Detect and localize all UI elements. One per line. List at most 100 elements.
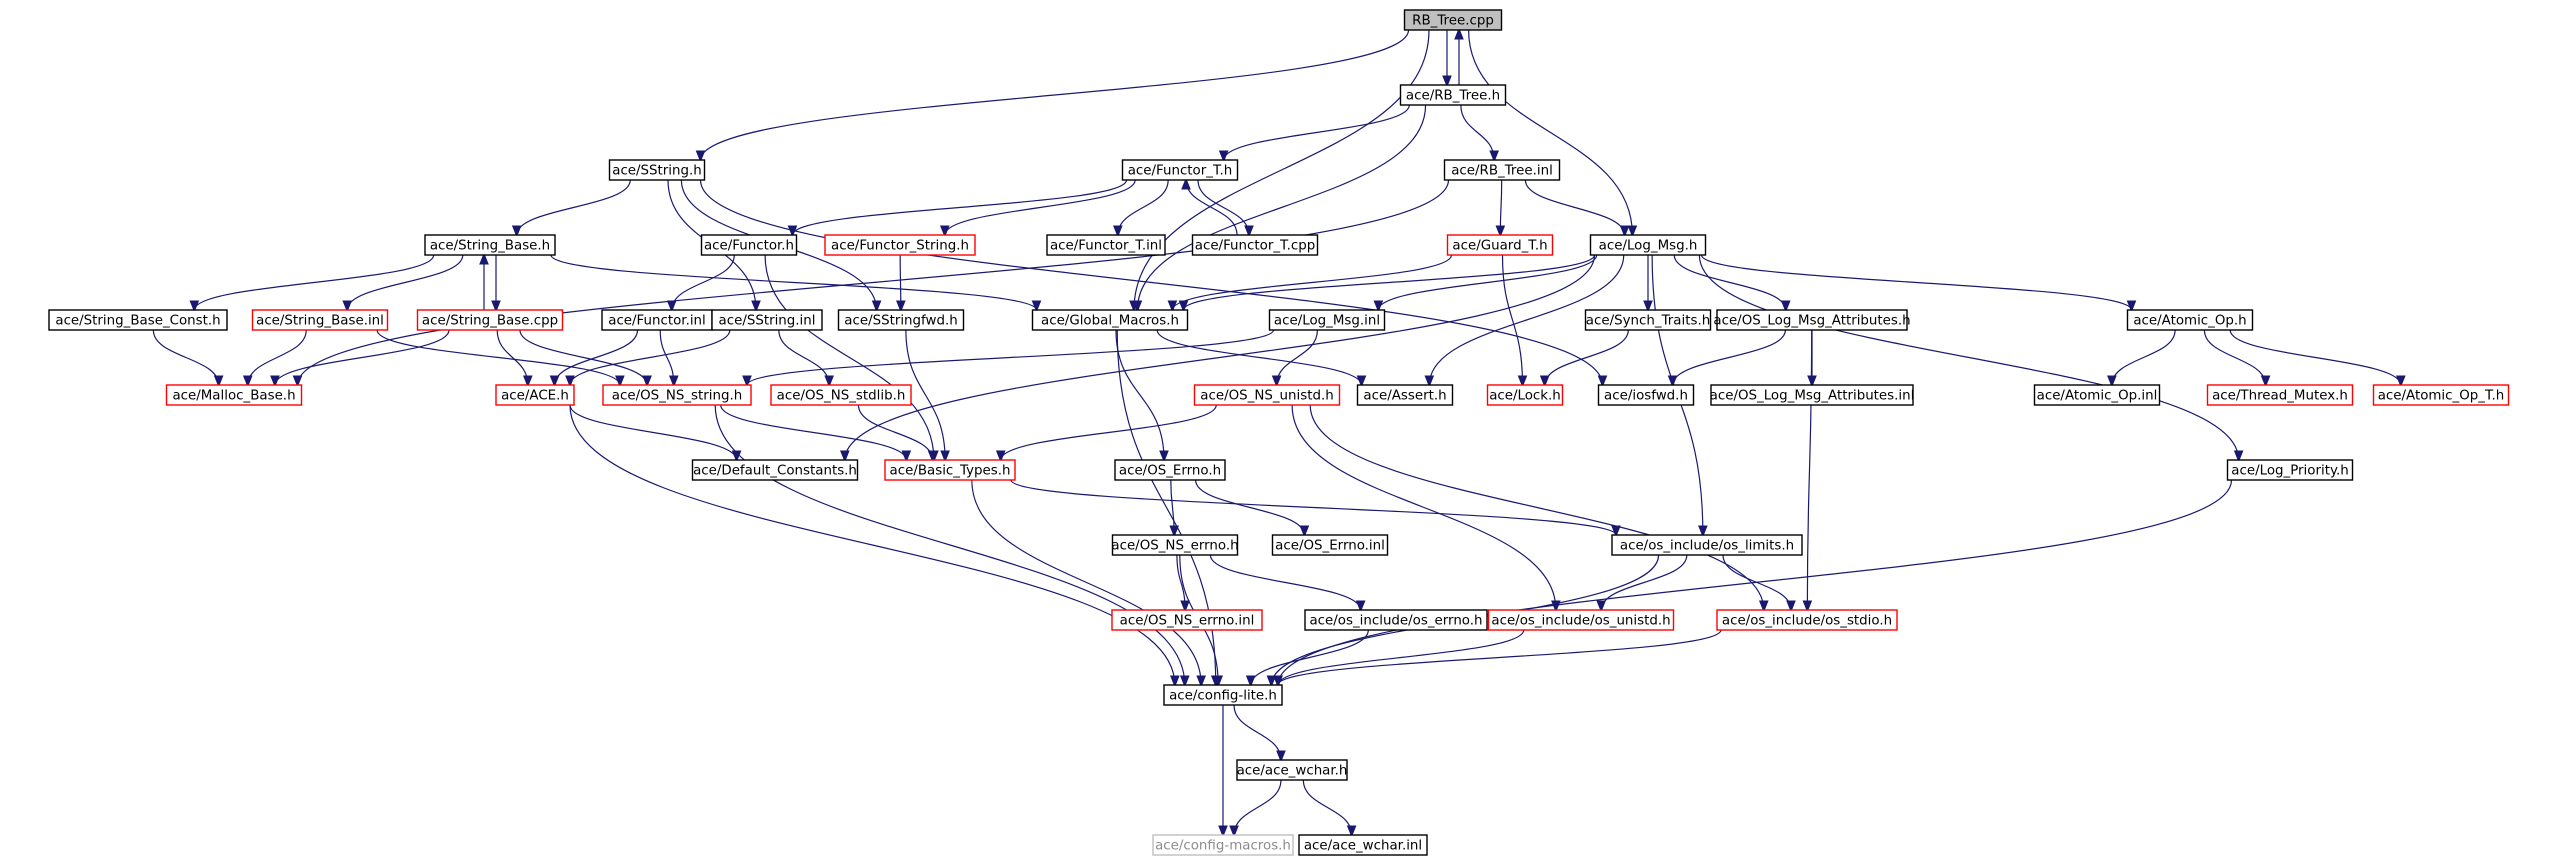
edge-rb-tree-cpp-to-ace-global-macros-h — [1134, 29, 1430, 310]
node-ace-string-base-inl[interactable]: ace/String_Base.inl — [251, 309, 389, 331]
node-box — [2226, 459, 2354, 481]
node-ace-string-base-const-h[interactable]: ace/String_Base_Const.h — [48, 309, 228, 331]
node-ace-string-base-cpp[interactable]: ace/String_Base.cpp — [416, 309, 564, 331]
edge-ace-log-msg-h-to-ace-atomic-op-h — [1700, 254, 2132, 310]
edge-ace-functor-inl-to-ace-ace-h — [555, 329, 639, 385]
node-box — [700, 234, 798, 256]
node-ace-functor-h[interactable]: ace/Functor.h — [700, 234, 798, 256]
node-ace-os-errno-inl[interactable]: ace/OS_Errno.inl — [1271, 534, 1389, 556]
edge-ace-log-priority-h-to-ace-config-lite-h — [1278, 479, 2233, 685]
node-box — [1191, 234, 1319, 256]
node-label: ace/ace_wchar.h — [1237, 764, 1348, 779]
node-ace-sstringfwd-h[interactable]: ace/SStringfwd.h — [837, 309, 965, 331]
edge-ace-ace-wchar-h-to-ace-config-macros-h — [1234, 779, 1282, 835]
node-ace-functor-t-h[interactable]: ace/Functor_T.h — [1121, 159, 1239, 181]
node-ace-log-msg-h[interactable]: ace/Log_Msg.h — [1589, 234, 1707, 256]
edge-ace-functor-t-h-to-ace-functor-string-h — [945, 179, 1136, 235]
node-label: ace/Atomic_Op.inl — [2037, 389, 2158, 404]
nodes-layer: RB_Tree.cpp ace/RB_Tree.h ace/SString.h ace… — [48, 9, 2510, 856]
edge-ace-sstringfwd-h-to-ace-basic-types-h — [905, 329, 945, 460]
node-ace-basic-types-h[interactable]: ace/Basic_Types.h — [884, 459, 1016, 481]
edge-ace-functor-inl-to-ace-os-ns-string-h — [659, 329, 674, 385]
node-ace-os-log-msg-attributes-h[interactable]: ace/OS_Log_Msg_Attributes.h — [1713, 309, 1911, 331]
node-ace-os-ns-errno-h[interactable]: ace/OS_NS_errno.h — [1111, 534, 1239, 556]
node-ace-os-ns-string-h[interactable]: ace/OS_NS_string.h — [602, 384, 752, 406]
node-ace-functor-string-h[interactable]: ace/Functor_String.h — [824, 234, 976, 256]
edge-ace-os-ns-stdlib-h-to-ace-basic-types-h — [857, 404, 932, 460]
node-ace-atomic-op-h[interactable]: ace/Atomic_Op.h — [2126, 309, 2254, 331]
node-ace-string-base-h[interactable]: ace/String_Base.h — [424, 234, 556, 256]
node-ace-os-log-msg-attributes-inl[interactable]: ace/OS_Log_Msg_Attributes.inl — [1710, 384, 1915, 406]
node-box — [1304, 609, 1488, 631]
node-ace-ace-wchar-inl[interactable]: ace/ace_wchar.inl — [1298, 834, 1428, 856]
edge-ace-os-ns-errno-h-to-ace-os-include-os-errno-h — [1209, 554, 1360, 610]
node-ace-synch-traits-h[interactable]: ace/Synch_Traits.h — [1584, 309, 1712, 331]
node-ace-os-include-os-stdio-h[interactable]: ace/os_include/os_stdio.h — [1716, 609, 1898, 631]
node-ace-os-ns-unistd-h[interactable]: ace/OS_NS_unistd.h — [1193, 384, 1341, 406]
node-ace-sstring-inl[interactable]: ace/SString.inl — [711, 309, 823, 331]
edge-ace-string-base-cpp-to-ace-ace-h — [496, 329, 528, 385]
node-box — [824, 234, 976, 256]
node-label: ace/Log_Priority.h — [2231, 464, 2348, 479]
node-ace-functor-t-cpp[interactable]: ace/Functor_T.cpp — [1191, 234, 1319, 256]
edge-ace-log-msg-inl-to-ace-os-ns-string-h — [747, 329, 1275, 385]
edge-ace-string-base-h-to-ace-string-base-inl — [347, 254, 464, 310]
node-box — [1046, 234, 1166, 256]
node-ace-os-errno-h[interactable]: ace/OS_Errno.h — [1114, 459, 1226, 481]
node-ace-os-ns-stdlib-h[interactable]: ace/OS_NS_stdlib.h — [770, 384, 912, 406]
node-ace-ace-wchar-h[interactable]: ace/ace_wchar.h — [1236, 759, 1348, 781]
node-ace-iosfwd-h[interactable]: ace/iosfwd.h — [1597, 384, 1695, 406]
node-label: ace/Atomic_Op_T.h — [2378, 389, 2505, 404]
node-label: ace/Assert.h — [1363, 389, 1446, 404]
node-box — [1611, 534, 1803, 556]
node-label: ace/String_Base.inl — [256, 314, 384, 329]
node-ace-functor-t-inl[interactable]: ace/Functor_T.inl — [1046, 234, 1166, 256]
edge-rb-tree-cpp-to-ace-log-msg-h — [1468, 29, 1633, 235]
edge-ace-rb-tree-h-to-ace-rb-tree-inl — [1460, 104, 1494, 160]
node-label: ace/RB_Tree.inl — [1451, 164, 1553, 179]
node-rb-tree-cpp[interactable]: RB_Tree.cpp — [1403, 9, 1503, 31]
node-box — [1031, 309, 1189, 331]
node-label: ace/Global_Macros.h — [1041, 314, 1179, 329]
node-box — [1268, 309, 1386, 331]
node-ace-os-include-os-errno-h[interactable]: ace/os_include/os_errno.h — [1304, 609, 1488, 631]
node-ace-malloc-base-h[interactable]: ace/Malloc_Base.h — [165, 384, 303, 406]
node-ace-guard-t-h[interactable]: ace/Guard_T.h — [1446, 234, 1554, 256]
node-ace-assert-h[interactable]: ace/Assert.h — [1356, 384, 1454, 406]
node-ace-functor-inl[interactable]: ace/Functor.inl — [601, 309, 713, 331]
node-ace-sstring-h[interactable]: ace/SString.h — [608, 159, 706, 181]
node-label: ace/Lock.h — [1489, 389, 1561, 404]
node-ace-os-include-os-limits-h[interactable]: ace/os_include/os_limits.h — [1611, 534, 1803, 556]
node-ace-atomic-op-inl[interactable]: ace/Atomic_Op.inl — [2033, 384, 2161, 406]
node-ace-global-macros-h[interactable]: ace/Global_Macros.h — [1031, 309, 1189, 331]
node-box — [1163, 684, 1283, 706]
node-label: ace/OS_Log_Msg_Attributes.inl — [1710, 389, 1915, 404]
node-ace-thread-mutex-h[interactable]: ace/Thread_Mutex.h — [2206, 384, 2354, 406]
edge-ace-os-ns-string-h-to-ace-config-lite-h — [714, 404, 1185, 685]
node-label: ace/Default_Constants.h — [693, 464, 857, 479]
node-box — [1121, 159, 1239, 181]
node-ace-config-lite-h[interactable]: ace/config-lite.h — [1163, 684, 1283, 706]
node-label: ace/Functor.h — [704, 239, 794, 254]
node-ace-os-ns-errno-inl[interactable]: ace/OS_NS_errno.inl — [1111, 609, 1263, 631]
node-label: ace/Malloc_Base.h — [172, 389, 295, 404]
node-ace-lock-h[interactable]: ace/Lock.h — [1486, 384, 1564, 406]
node-box — [1443, 159, 1561, 181]
edge-ace-log-msg-h-to-ace-log-priority-h — [1698, 254, 2238, 460]
node-ace-default-constants-h[interactable]: ace/Default_Constants.h — [691, 459, 859, 481]
node-ace-log-priority-h[interactable]: ace/Log_Priority.h — [2226, 459, 2354, 481]
node-ace-rb-tree-h[interactable]: ace/RB_Tree.h — [1399, 84, 1507, 106]
edge-ace-os-include-os-errno-h-to-ace-config-lite-h — [1251, 629, 1369, 685]
node-ace-ace-h[interactable]: ace/ACE.h — [495, 384, 575, 406]
edge-ace-basic-types-h-to-ace-os-include-os-limits-h — [1010, 479, 1616, 535]
edge-ace-os-errno-h-to-ace-os-errno-inl — [1195, 479, 1305, 535]
node-box — [884, 459, 1016, 481]
node-ace-atomic-op-t-h[interactable]: ace/Atomic_Op_T.h — [2372, 384, 2510, 406]
node-ace-log-msg-inl[interactable]: ace/Log_Msg.inl — [1268, 309, 1386, 331]
edge-ace-functor-t-h-to-ace-functor-t-cpp — [1197, 179, 1249, 235]
node-label: ace/OS_NS_errno.h — [1111, 539, 1238, 554]
node-ace-os-include-os-unistd-h[interactable]: ace/os_include/os_unistd.h — [1487, 609, 1675, 631]
node-ace-rb-tree-inl[interactable]: ace/RB_Tree.inl — [1443, 159, 1561, 181]
node-ace-config-macros-h[interactable]: ace/config-macros.h — [1152, 834, 1294, 856]
edge-ace-basic-types-h-to-ace-config-lite-h — [971, 479, 1201, 685]
